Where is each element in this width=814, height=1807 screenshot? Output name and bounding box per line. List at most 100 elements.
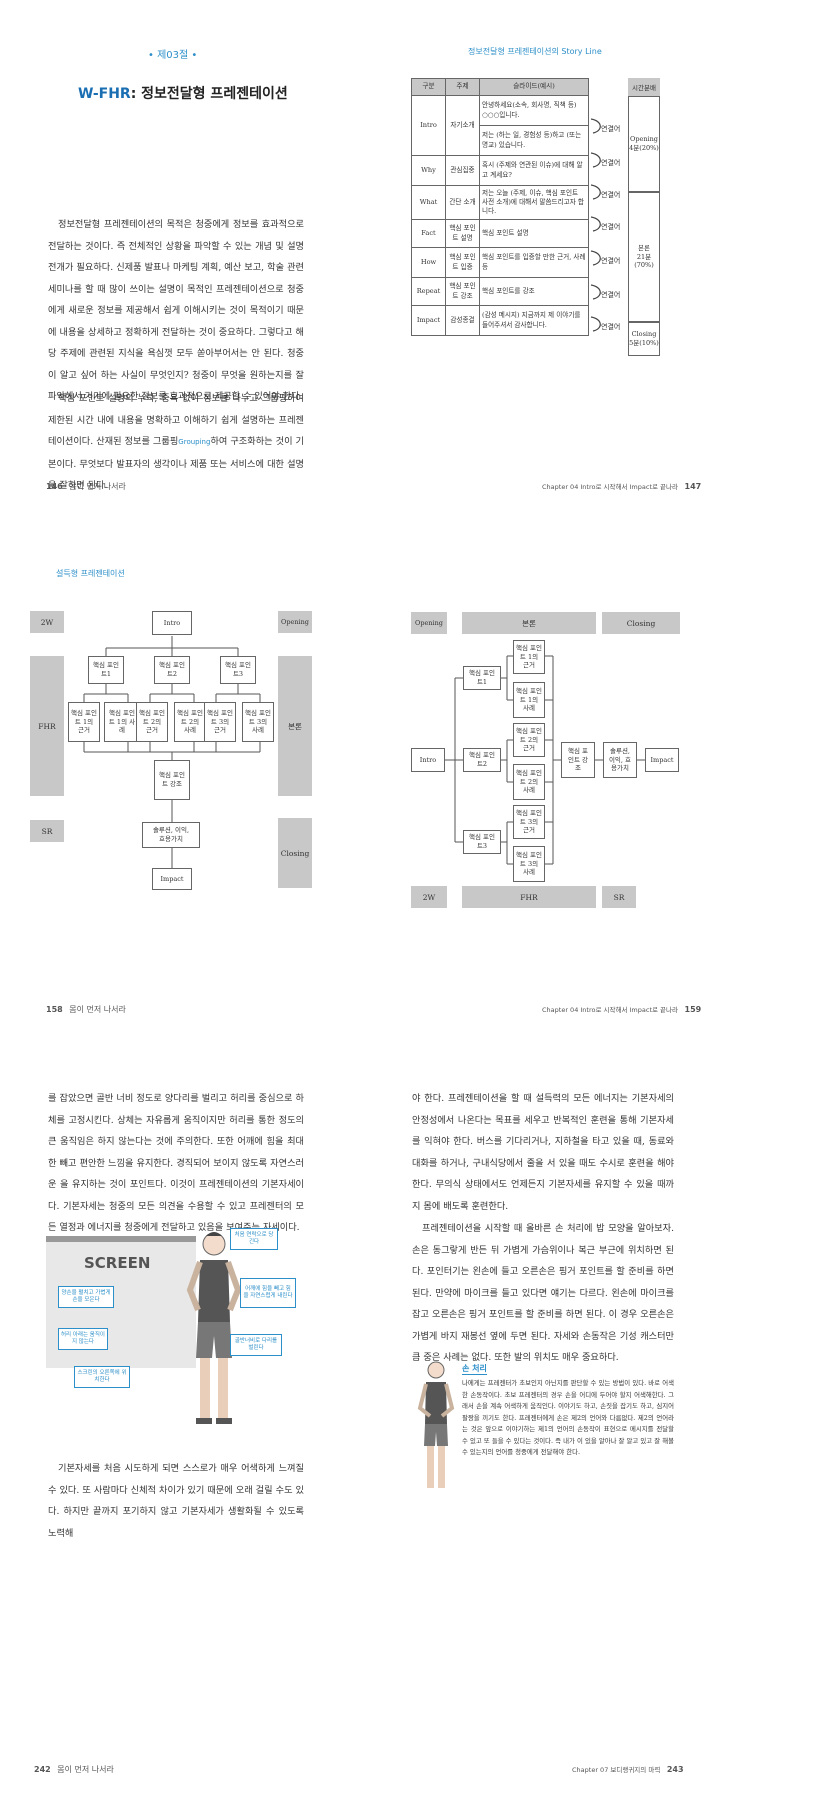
impact-node: Impact: [152, 868, 192, 890]
solution-node: 솔루션, 이익, 효용가치: [142, 822, 200, 848]
table-header-row: 구분 주제 슬라이드(예시): [411, 78, 589, 96]
label-2w-left: 2W: [30, 611, 64, 633]
table-row: 저는 (하는 일, 경험성 등)하고 (또는 명교) 있습니다.: [412, 125, 589, 156]
callout-1: 처음 연락으로 당긴다: [230, 1228, 278, 1250]
cell-example: 저는 (하는 일, 경험성 등)하고 (또는 명교) 있습니다.: [479, 125, 589, 156]
label-closing-left: Closing: [278, 818, 312, 888]
impact-node: Impact: [645, 748, 679, 772]
evidence-node: 핵심 포인트 3의 사례: [242, 702, 274, 742]
emphasis-node: 핵심 포인트 강조: [154, 760, 190, 800]
link-label-6: 연결어: [601, 291, 621, 299]
screen-label: SCREEN: [84, 1254, 151, 1272]
folio-right: Chapter 07 보디랭귀지의 마력 243: [572, 1764, 684, 1774]
evidence-node: 핵심 포인트 1의 근거: [68, 702, 100, 742]
cell-example: 핵심 포인트를 강조: [479, 277, 589, 306]
table-row: Repeat 핵심 포인트 강조 핵심 포인트를 강조: [411, 277, 589, 306]
cell-section: Impact: [411, 305, 446, 336]
folio-title: 몸이 먼저 나서라: [69, 482, 126, 491]
posture-paragraph-1: 를 잡았으면 골반 너비 정도로 양다리를 벌리고 허리를 중심으로 하체를 고…: [48, 1093, 304, 1233]
time-closing-value: 5분(10%): [629, 339, 659, 347]
cell-example: 핵심 포인트를 입증할 만한 근거, 사례 등: [479, 247, 589, 278]
folio-title: 몸이 먼저 나서라: [57, 1765, 114, 1774]
cell-topic: 핵심 포인트 강조: [445, 277, 480, 306]
cell-example: 핵심 포인트 설명: [479, 219, 589, 248]
page-title: W-FHR: 정보전달형 프레젠테이션: [78, 83, 288, 103]
hand-box-text: 나에게는 프레젠터가 초보인지 아닌지를 판단할 수 있는 방법이 있다. 바로…: [462, 1379, 674, 1456]
label-fhr-left: FHR: [30, 656, 64, 796]
evidence-node: 핵심 포인트 2의 근거: [513, 723, 545, 757]
cell-example: 안녕하세요(소속, 회사명, 직책 등) ○○○입니다.: [479, 95, 589, 126]
presenter-figure: [186, 1232, 242, 1424]
posture-paragraph-3: 야 한다. 프레젠테이션을 할 때 설득력의 모든 에너지는 기본자세의 안정성…: [412, 1093, 674, 1212]
callout-3: 어깨에 힘을 빼고 힘을 자연스럽게 내린다: [240, 1278, 296, 1308]
second-paragraph: 핵심 포인트 설명의 누락, 중복 없이 정보를 나누고 그룹핑하여 제한된 시…: [48, 388, 304, 497]
cell-example: 혹시 (주제와 연관된 이슈)에 대해 알고 계세요?: [479, 155, 589, 186]
time-body-label: 본론: [638, 243, 650, 252]
evidence-node: 핵심 포인트 1의 근거: [513, 640, 545, 674]
callout-6: 스크린의 오른쪽에 위치한다: [74, 1366, 130, 1388]
label-fhr-right: FHR: [462, 886, 596, 908]
connector-arrows: [590, 118, 601, 332]
label-sr-left: SR: [30, 820, 64, 842]
cell-topic: 자기소개: [445, 95, 480, 156]
vertical-tree-lines: [83, 636, 261, 868]
time-body-value: 21분: [636, 252, 652, 261]
table-row: Intro 자기소개 안녕하세요(소속, 회사명, 직책 등) ○○○입니다.: [411, 95, 589, 156]
folio-number: 146: [46, 482, 63, 491]
label-body-left: 본론: [278, 656, 312, 796]
posture-paragraph-4: 프레젠테이션을 시작할 때 올바른 손 처리에 밥 모양을 알아보자. 손은 동…: [412, 1223, 674, 1363]
link-label-3: 연결어: [601, 191, 621, 199]
cell-example: (감성 메시지) 지금까지 제 이야기를 들어주셔서 감사합니다.: [479, 305, 589, 336]
callout-4: 허리 아래는 움직이지 않는다: [58, 1328, 108, 1350]
link-label-1: 연결어: [601, 125, 621, 133]
cell-section: Fact: [411, 219, 446, 248]
point-node-3: 핵심 포인트3: [463, 830, 501, 854]
time-closing: Closing 5분(10%): [628, 322, 660, 356]
folio-right: Chapter 04 Intro로 시작해서 Impact로 끝나라 159: [542, 1004, 701, 1014]
spread-posture: 를 잡았으면 골반 너비 정도로 양다리를 벌리고 허리를 중심으로 하체를 고…: [0, 1040, 814, 1807]
evidence-node: 핵심 포인트 2의 근거: [136, 702, 168, 742]
folio-title: Chapter 04 Intro로 시작해서 Impact로 끝나라: [542, 1006, 678, 1014]
header-slide: 슬라이드(예시): [479, 78, 589, 96]
intro-node: Intro: [152, 611, 192, 635]
folio-title: Chapter 07 보디랭귀지의 마력: [572, 1766, 661, 1774]
folio-right: Chapter 04 Intro로 시작해서 Impact로 끝나라 147: [542, 481, 701, 491]
spread-persuasive: 설득형 프레젠테이션 2W FHR SR Opening 본론 Closing …: [0, 560, 814, 1040]
evidence-node: 핵심 포인트 2의 사례: [174, 702, 206, 742]
title-prefix: W-FHR: [78, 86, 131, 102]
folio-left: 242 몸이 먼저 나서라: [34, 1764, 114, 1775]
time-closing-label: Closing: [631, 330, 657, 339]
title-main: : 정보전달형 프레젠테이션: [130, 86, 288, 102]
cell-topic: 감성종결: [445, 305, 480, 336]
link-label-4: 연결어: [601, 223, 621, 231]
cell-section: Intro: [411, 95, 446, 156]
label-sr-right: SR: [602, 886, 636, 908]
link-label-2: 연결어: [601, 159, 621, 167]
point-node-2: 핵심 포인트2: [463, 748, 501, 772]
cell-section: What: [411, 185, 446, 220]
cell-section: How: [411, 247, 446, 278]
solution-node: 솔루션, 이익, 효용가치: [603, 742, 637, 778]
hand-box-title: 손 처리: [462, 1364, 487, 1375]
time-body-percent: (70%): [634, 261, 654, 270]
para2-text-a: 핵심 포인트 설명의 누락, 중복 없이 정보를 나누고 그룹핑하여 제한된 시…: [48, 393, 304, 447]
section-label: • 제03절 •: [148, 50, 198, 61]
cell-topic: 관심집중: [445, 155, 480, 186]
label-closing-right: Closing: [602, 612, 680, 634]
evidence-node: 핵심 포인트 2의 사례: [513, 764, 545, 800]
evidence-node: 핵심 포인트 3의 근거: [204, 702, 236, 742]
folio-number: 242: [34, 1765, 51, 1774]
header-category: 구분: [411, 78, 446, 96]
folio-number: 159: [684, 1005, 702, 1014]
time-header: 시간분배: [628, 78, 660, 96]
link-label-7: 연결어: [601, 323, 621, 331]
hands-figure: [417, 1361, 455, 1488]
para2-text-b: 하여 구조화하는 것이 기본이다. 무엇보다 발표자의 생각이나 제품 또는 서…: [48, 436, 304, 491]
callout-5: 골반너비로 다리를 벌린다: [230, 1334, 282, 1356]
folio-title: 몸이 먼저 나서라: [69, 1005, 126, 1014]
folio-left: 158 몸이 먼저 나서라: [46, 1004, 126, 1015]
point-node-1: 핵심 포인트1: [463, 666, 501, 690]
spread-story-line: • 제03절 • W-FHR: 정보전달형 프레젠테이션 정보전달형 프레젠테이…: [0, 0, 814, 560]
label-2w-right: 2W: [411, 886, 447, 908]
evidence-node: 핵심 포인트 1의 사례: [104, 702, 140, 742]
